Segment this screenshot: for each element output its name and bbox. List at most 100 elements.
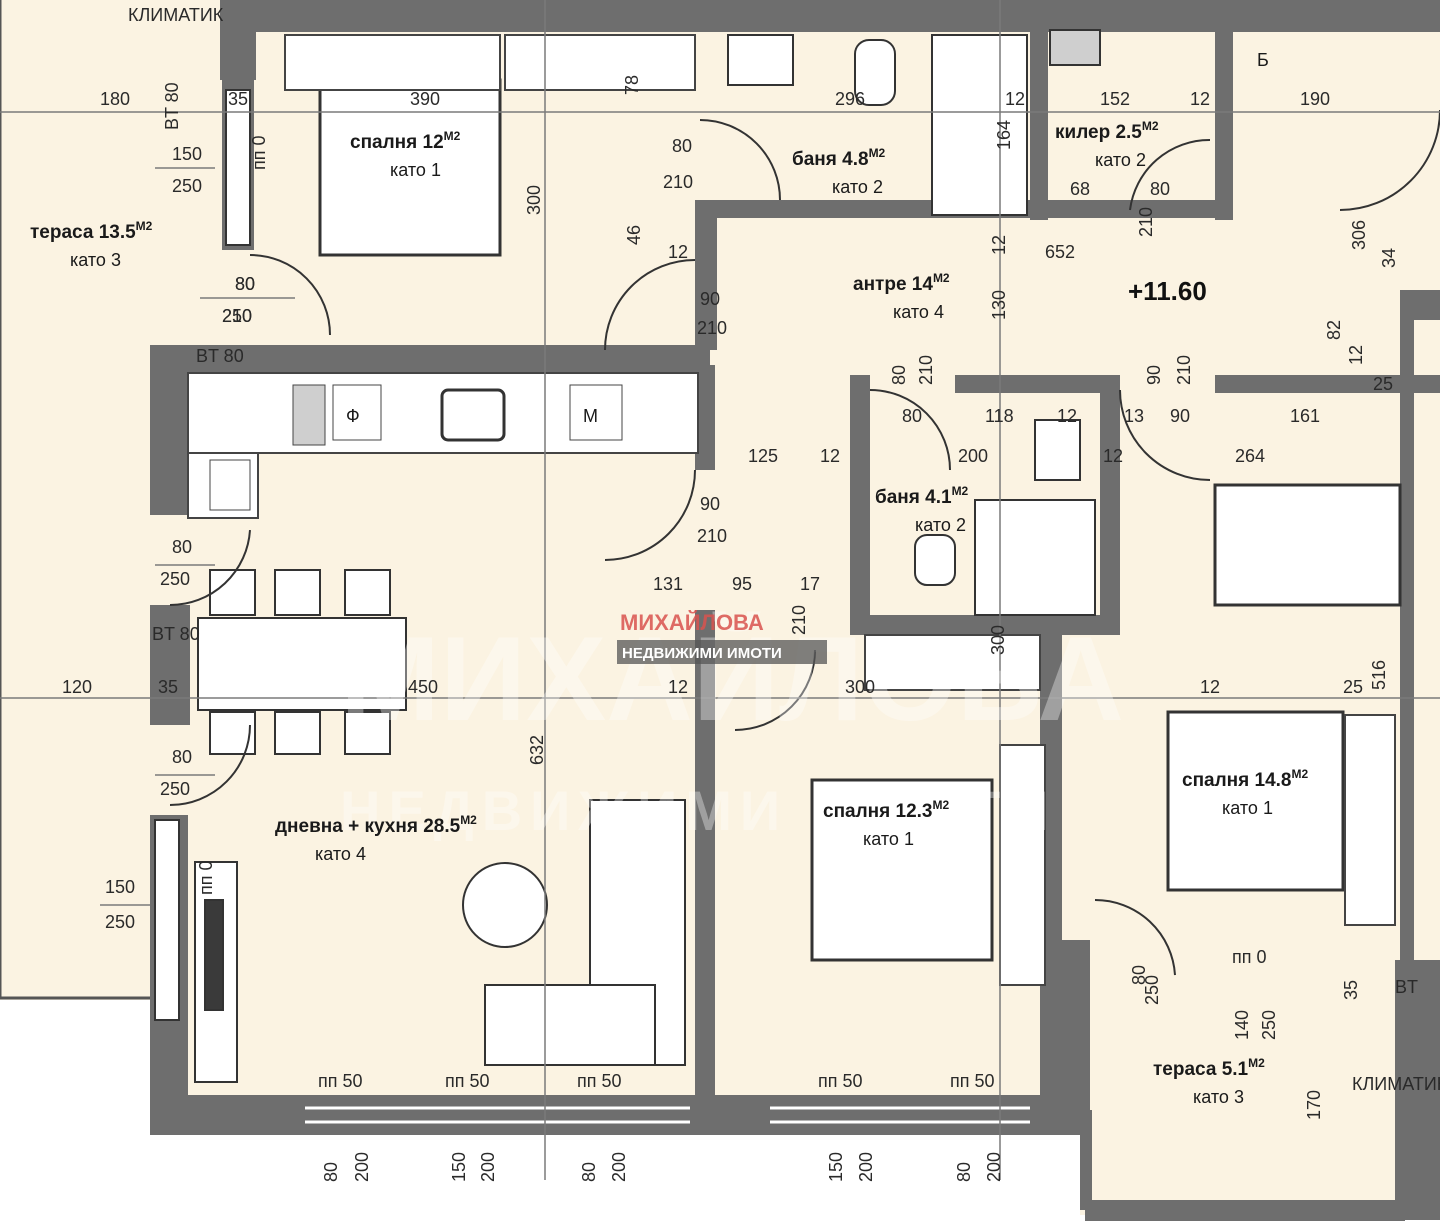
dimension-label: 80 bbox=[902, 406, 922, 426]
bt-label: BT bbox=[1395, 977, 1418, 997]
dimension-label: 250 bbox=[222, 306, 252, 326]
floor-area-terrace-right bbox=[1080, 960, 1400, 1215]
dimension-label: 150 bbox=[172, 144, 202, 164]
bottom-dimension-label: 80 bbox=[579, 1162, 599, 1182]
dimension-label: 12 bbox=[668, 677, 688, 697]
windows-bottom bbox=[305, 1106, 1030, 1124]
room-floor-label: като 2 bbox=[832, 177, 883, 197]
level-label: +11.60 bbox=[1128, 276, 1207, 306]
dimension-label: 130 bbox=[989, 290, 1009, 320]
dimension-label: 210 bbox=[1136, 207, 1156, 237]
tag-label: М bbox=[583, 406, 598, 426]
dimension-label: 35 bbox=[228, 89, 248, 109]
bottom-dimension-label: 200 bbox=[609, 1152, 629, 1182]
dimension-label: 190 bbox=[1300, 89, 1330, 109]
room-floor-label: като 3 bbox=[70, 250, 121, 270]
watermark-sub-bg bbox=[617, 640, 827, 664]
room-floor-label: като 1 bbox=[863, 829, 914, 849]
dimension-label: 80 bbox=[1129, 965, 1149, 985]
dimension-label: 80 bbox=[889, 365, 909, 385]
dimension-label: 90 bbox=[1170, 406, 1190, 426]
dimension-label: 90 bbox=[700, 494, 720, 514]
wardrobes bbox=[284, 34, 1396, 986]
room-label: спалня 12.3M2 bbox=[823, 798, 950, 822]
bottom-dimension-label: 150 bbox=[449, 1152, 469, 1182]
room-label: тераса 13.5M2 bbox=[30, 219, 153, 243]
dimension-label: 250 bbox=[160, 779, 190, 799]
dimension-label: 210 bbox=[697, 318, 727, 338]
dining-set bbox=[197, 569, 407, 755]
dimension-label: 125 bbox=[748, 446, 778, 466]
room-floor-label: като 4 bbox=[893, 302, 944, 322]
dimension-label: 264 bbox=[1235, 446, 1265, 466]
watermark-brand: МИХАЙЛОВА bbox=[620, 610, 764, 635]
room-label: баня 4.8M2 bbox=[792, 146, 886, 170]
watermark-brand-large: МИХАЙЛОВА bbox=[340, 610, 1124, 746]
bt-label: BT 80 bbox=[162, 82, 182, 130]
dimension-label: 35 bbox=[1341, 980, 1361, 1000]
room-floor-label: като 2 bbox=[1095, 150, 1146, 170]
dimension-label: 300 bbox=[524, 185, 544, 215]
kitchen-counter bbox=[187, 372, 699, 519]
bottom-dimension-label: 200 bbox=[352, 1152, 372, 1182]
dimension-label: 25 bbox=[1343, 677, 1363, 697]
dimension-label: 210 bbox=[663, 172, 693, 192]
dimension-label: 80 bbox=[172, 537, 192, 557]
pp-label: пп 0 bbox=[196, 860, 216, 895]
dimension-label: 34 bbox=[1379, 248, 1399, 268]
bottom-dimension-label: 200 bbox=[478, 1152, 498, 1182]
dimension-label: 80 bbox=[235, 274, 255, 294]
dimension-label: 12 bbox=[1190, 89, 1210, 109]
dimension-label: 17 bbox=[800, 574, 820, 594]
dimension-label: 390 bbox=[410, 89, 440, 109]
bottom-dimension-label: 200 bbox=[984, 1152, 1004, 1182]
dimension-label: 95 bbox=[732, 574, 752, 594]
dimension-label: 152 bbox=[1100, 89, 1130, 109]
room-label: тераса 5.1M2 bbox=[1153, 1056, 1265, 1080]
dimension-label: 210 bbox=[789, 605, 809, 635]
dimension-label: 450 bbox=[408, 677, 438, 697]
dimension-label: 12 bbox=[989, 235, 1009, 255]
dimension-label: 80 bbox=[172, 747, 192, 767]
dimension-label: 300 bbox=[845, 677, 875, 697]
dimension-label: 250 bbox=[1259, 1010, 1279, 1040]
dimension-label: 180 bbox=[100, 89, 130, 109]
pp-label: пп 50 bbox=[818, 1071, 863, 1091]
dimension-label: 131 bbox=[653, 574, 683, 594]
pp-label: пп 50 bbox=[577, 1071, 622, 1091]
dimension-label: 652 bbox=[1045, 242, 1075, 262]
dimension-label: 210 bbox=[1174, 355, 1194, 385]
room-floor-label: като 4 bbox=[315, 844, 366, 864]
dimension-label: 161 bbox=[1290, 406, 1320, 426]
dimension-label: 300 bbox=[988, 625, 1008, 655]
dimension-label: 250 bbox=[160, 569, 190, 589]
dimension-lines bbox=[0, 0, 1440, 1180]
dimension-label: 210 bbox=[916, 355, 936, 385]
room-label: спалня 12M2 bbox=[350, 129, 461, 153]
dimension-label: 118 bbox=[985, 406, 1014, 426]
dimension-label: 90 bbox=[1144, 365, 1164, 385]
watermark-sub-large: НЕДВИЖИМИ ИМОТИ bbox=[340, 779, 1057, 842]
dimension-label: 296 bbox=[835, 89, 865, 109]
dimension-label: 150 bbox=[105, 877, 135, 897]
dimension-label: 140 bbox=[1232, 1010, 1252, 1040]
windows-left bbox=[154, 89, 251, 1021]
tag-label: КЛИМАТИК bbox=[1352, 1074, 1440, 1094]
tag-label: КЛИМАТИК bbox=[128, 5, 224, 25]
terrace-left-outline bbox=[0, 0, 150, 1000]
dimension-label: 12 bbox=[1346, 345, 1366, 365]
bt-label: BT 80 bbox=[196, 346, 244, 366]
dimension-label: 82 bbox=[1324, 320, 1344, 340]
dimension-label: 46 bbox=[624, 225, 644, 245]
dimension-label: 12 bbox=[668, 242, 688, 262]
dimension-label: 78 bbox=[622, 75, 642, 95]
room-floor-label: като 1 bbox=[390, 160, 441, 180]
room-label: баня 4.1M2 bbox=[875, 484, 969, 508]
dimension-label: 632 bbox=[527, 735, 547, 765]
dimension-label: 35 bbox=[158, 677, 178, 697]
dimension-label: 164 bbox=[994, 120, 1014, 150]
labels: тераса 13.5M2 като 3 спалня 12M2 като 1 баня… bbox=[30, 5, 1440, 1182]
room-floor-label: като 1 bbox=[1222, 798, 1273, 818]
bt-label: BT 80 bbox=[152, 624, 200, 644]
dimension-label: 210 bbox=[222, 306, 252, 326]
